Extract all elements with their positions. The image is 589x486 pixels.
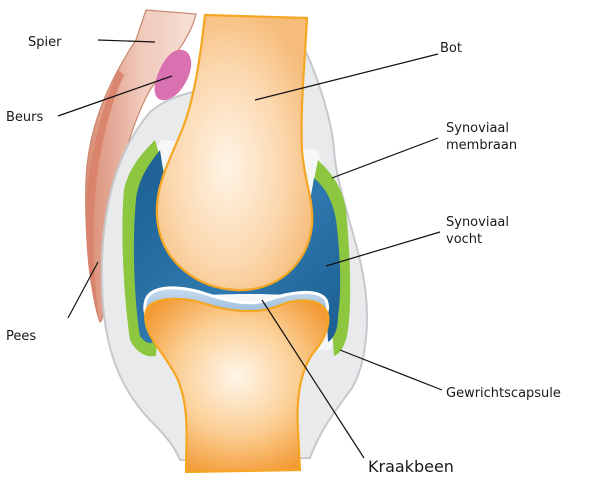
- label-cartilage: Kraakbeen: [368, 457, 454, 476]
- label-bone: Bot: [440, 41, 462, 56]
- leader-synovial-membrane: [332, 138, 438, 178]
- label-joint-capsule: Gewrichtscapsule: [446, 386, 561, 401]
- label-synovial-fluid-line1: Synoviaal: [446, 215, 509, 230]
- label-bursa: Beurs: [6, 110, 44, 125]
- label-muscle: Spier: [28, 35, 62, 50]
- label-tendon: Pees: [6, 329, 36, 344]
- label-synovial-membrane-line1: Synoviaal: [446, 121, 509, 136]
- label-synovial-fluid-line2: vocht: [446, 232, 482, 247]
- label-synovial-membrane-line2: membraan: [446, 138, 517, 153]
